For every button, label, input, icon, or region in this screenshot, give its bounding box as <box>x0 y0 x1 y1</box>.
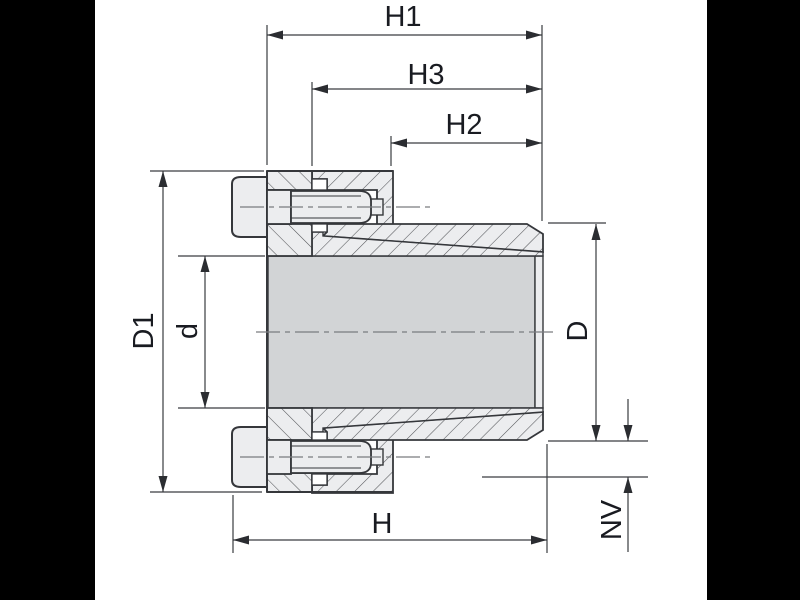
clearance-gaps <box>311 178 328 486</box>
flange-top-lower <box>266 223 313 257</box>
dimension-arrows <box>158 30 633 545</box>
dim-label-d-cap: D <box>562 321 594 342</box>
centerlines <box>240 206 556 458</box>
dim-label-nv: NV <box>596 499 628 540</box>
dimension-lines <box>162 34 629 552</box>
dim-label-d1: D1 <box>128 312 160 349</box>
flange-bottom-upper <box>266 407 313 441</box>
dim-label-d-small: d <box>172 323 204 339</box>
flange-top-upper <box>266 170 313 191</box>
flange-bottom-lower <box>266 472 313 493</box>
extension-lines <box>150 25 648 553</box>
dim-label-h1: H1 <box>384 1 421 33</box>
dim-label-h3: H3 <box>407 59 444 91</box>
dim-label-h2: H2 <box>445 109 482 141</box>
dim-label-h: H <box>372 508 393 540</box>
